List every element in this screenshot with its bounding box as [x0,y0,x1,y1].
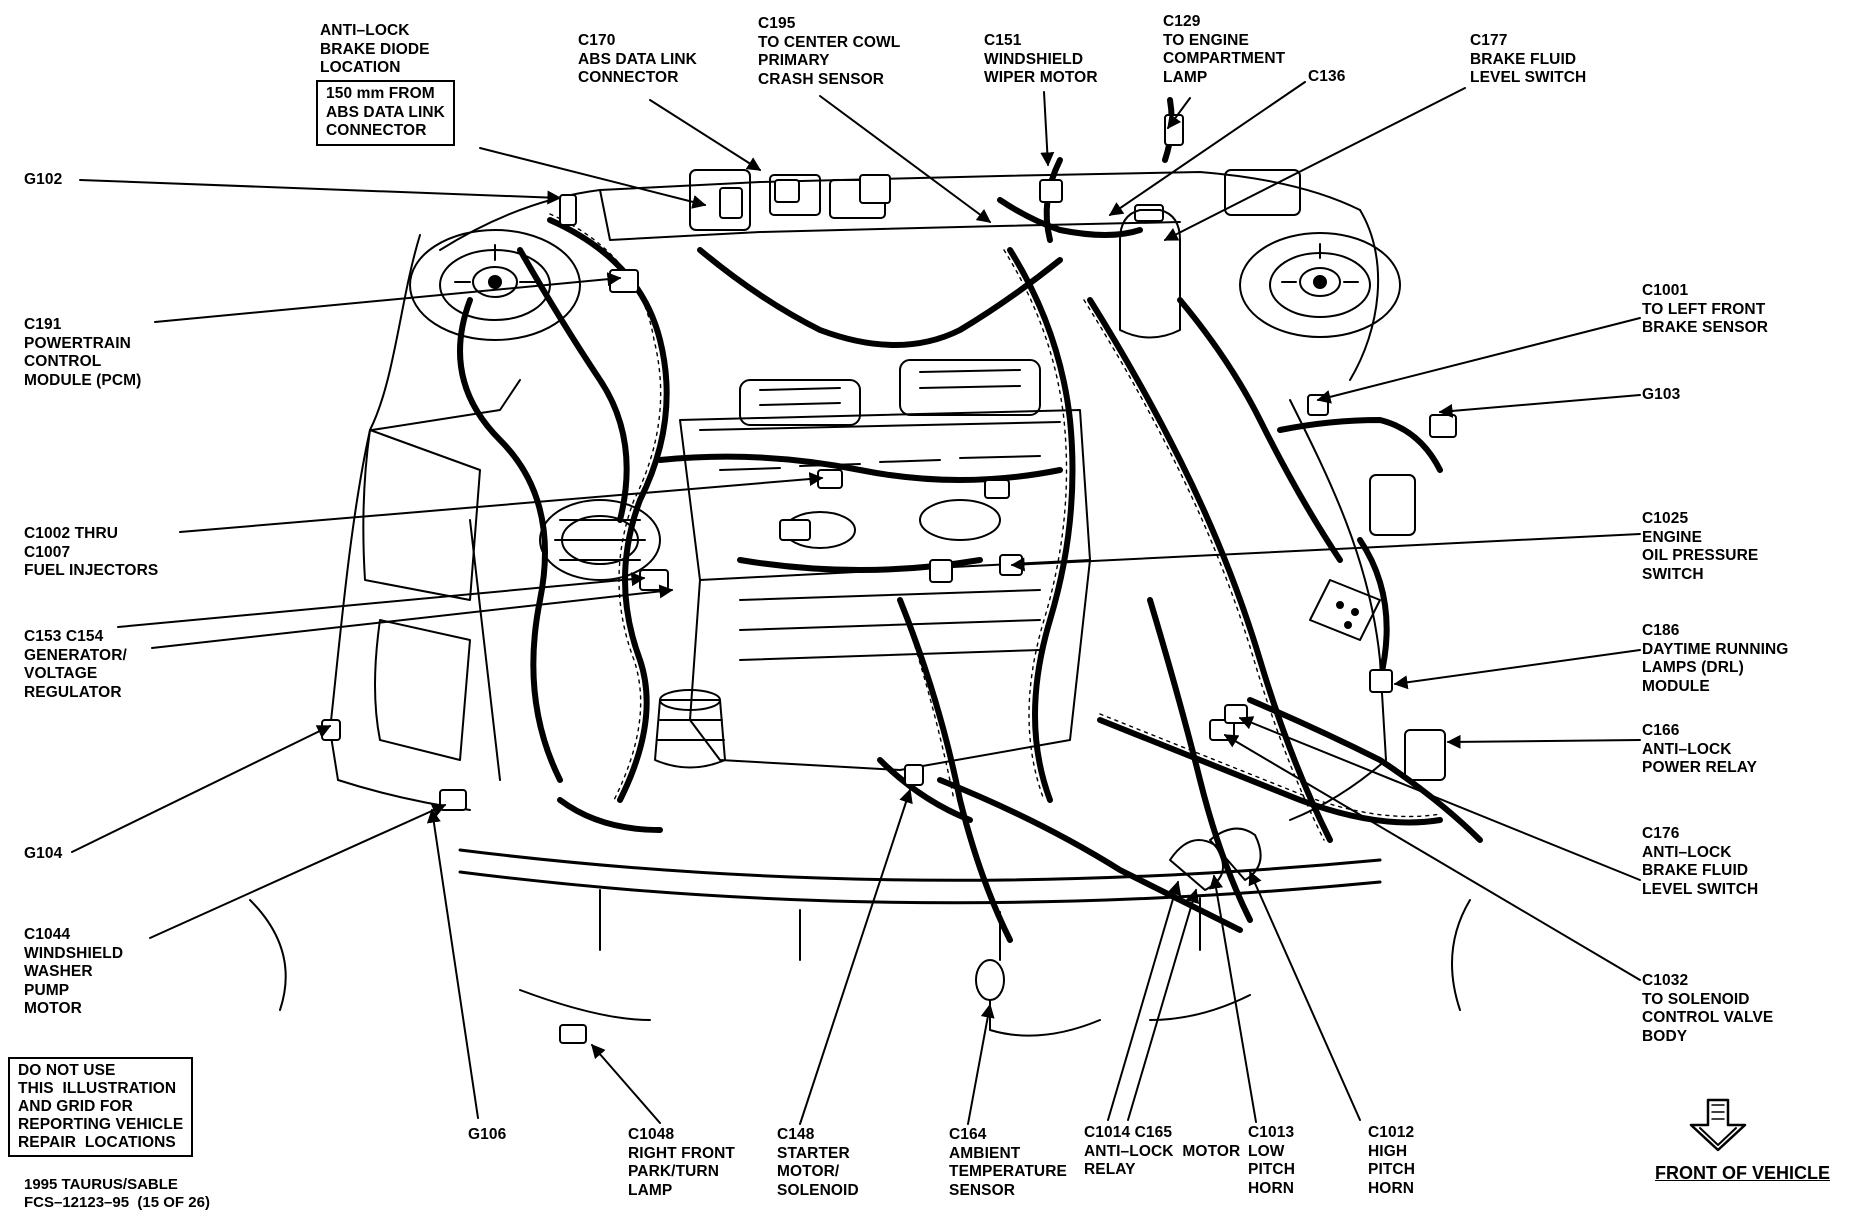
label-c1001: C1001 TO LEFT FRONT BRAKE SENSOR [1642,282,1769,336]
leader-g102 [79,179,562,205]
leader-c1044 [149,803,447,939]
label-anti-lock-brake-diode: ANTI–LOCK BRAKE DIODE LOCATION [320,22,430,76]
label-g106: G106 [468,1126,507,1143]
label-c1013: C1013 LOW PITCH HORN [1248,1124,1295,1197]
leader-c1012 [1248,870,1361,1121]
leader-g103 [1438,394,1641,418]
label-c136: C136 [1308,68,1346,85]
leader-c191 [154,272,622,323]
leader-c1014 [1107,880,1182,1121]
leader-c153 [117,572,646,628]
leader-c170 [649,99,762,171]
leader-g106 [426,808,479,1119]
oil-filter [654,689,726,769]
label-c1032: C1032 TO SOLENOID CONTROL VALVE BODY [1642,972,1774,1045]
leader-c154 [151,584,674,649]
leader-c136 [1108,81,1306,216]
label-c1014-c165: C1014 C165 ANTI–LOCK MOTOR RELAY [1084,1124,1241,1178]
engine-block [679,359,1091,771]
notice-box: DO NOT USE THIS ILLUSTRATION AND GRID FO… [8,1057,194,1157]
leader-c151 [1040,91,1055,167]
label-g102: G102 [24,171,63,188]
leader-c177 [1163,87,1466,241]
leader-c1002 [179,472,824,533]
leader-c165 [1127,888,1200,1121]
label-c170: C170 ABS DATA LINK CONNECTOR [578,32,697,86]
leader-c148 [799,788,913,1125]
label-g104: G104 [24,845,63,862]
leader-c1032 [1223,734,1641,981]
label-c1044: C1044 WINDSHIELD WASHER PUMP MOTOR [24,926,124,1017]
leader-c164 [967,1003,995,1125]
generator [539,499,661,581]
connector-blocks [321,114,1457,1044]
figure-footer: 1995 TAURUS/SABLE FCS–12123–95 (15 OF 26… [24,1176,210,1211]
label-c153-c154: C153 C154 GENERATOR/ VOLTAGE REGULATOR [24,628,127,701]
front-of-vehicle-label: FRONT OF VEHICLE [1655,1163,1830,1183]
label-c1002: C1002 THRU C1007 FUEL INJECTORS [24,525,159,579]
leader-diode [479,147,707,209]
label-c129: C129 TO ENGINE COMPARTMENT LAMP [1163,13,1286,86]
leader-lines [71,81,1641,1125]
leader-c1048 [591,1043,661,1124]
label-c1012: C1012 HIGH PITCH HORN [1368,1124,1415,1197]
label-c164: C164 AMBIENT TEMPERATURE SENSOR [949,1126,1067,1199]
label-c176: C176 ANTI–LOCK BRAKE FLUID LEVEL SWITCH [1642,825,1759,898]
label-g103: G103 [1642,386,1681,403]
leader-c176 [1238,716,1641,881]
label-c186: C186 DAYTIME RUNNING LAMPS (DRL) MODULE [1642,622,1789,695]
label-c148: C148 STARTER MOTOR/ SOLENOID [777,1126,859,1199]
leader-c166 [1446,734,1641,749]
leader-g104 [71,725,332,853]
leader-c1025 [1010,533,1641,572]
front-crossmember [249,848,1471,1021]
wiring-harness [457,97,1483,943]
fluid-reservoirs [362,204,1181,761]
label-c151: C151 WINDSHIELD WIPER MOTOR [984,32,1098,86]
label-c191: C191 POWERTRAIN CONTROL MODULE (PCM) [24,316,142,389]
label-c177: C177 BRAKE FLUID LEVEL SWITCH [1470,32,1587,86]
leader-c1013 [1209,874,1257,1123]
leader-c195 [819,95,992,223]
label-c166: C166 ANTI–LOCK POWER RELAY [1642,722,1758,776]
front-of-vehicle-arrow-icon [1689,1098,1747,1152]
right-strut-tower [1239,232,1401,338]
label-c1025: C1025 ENGINE OIL PRESSURE SWITCH [1642,510,1759,583]
leader-c1001 [1316,317,1641,404]
label-diode-distance-box: 150 mm FROM ABS DATA LINK CONNECTOR [316,80,455,146]
label-c1048: C1048 RIGHT FRONT PARK/TURN LAMP [628,1126,736,1199]
leader-c186 [1393,649,1641,690]
label-c195: C195 TO CENTER COWL PRIMARY CRASH SENSOR [758,15,901,88]
leader-c129 [1167,97,1191,130]
